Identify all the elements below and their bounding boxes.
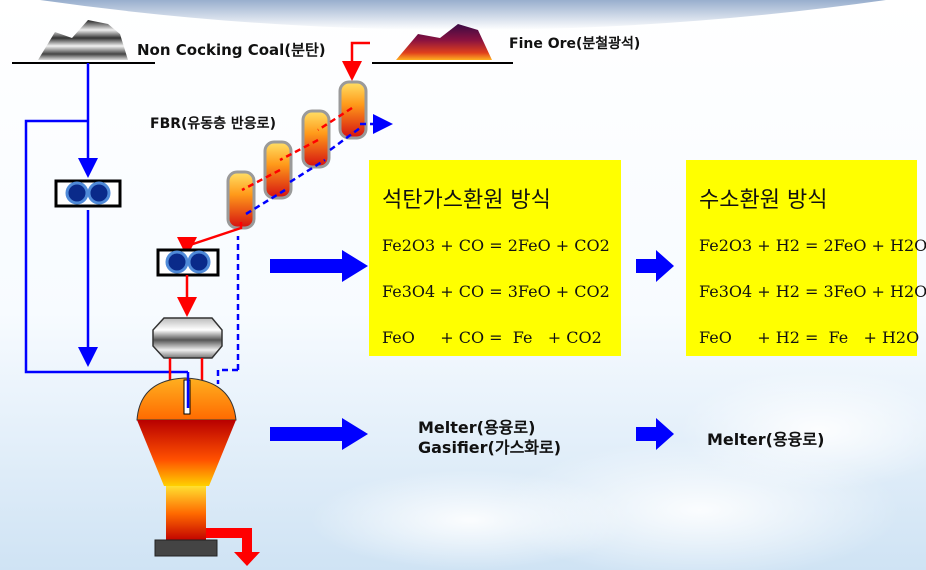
coal-gas-equation-1: Fe2O3 + CO = 2FeO + CO2 <box>382 236 610 255</box>
cloud-decoration <box>310 370 926 570</box>
coal-pile-icon <box>38 20 128 60</box>
fbr-reactor-3 <box>301 109 331 169</box>
fine-ore-pile-icon <box>396 24 492 60</box>
hydrogen-reduction-box: 수소환원 방식 Fe2O3 + H2 = 2FeO + H2O Fe3O4 + … <box>686 160 926 356</box>
melter-gasifier-label: Melter(용융로) Gasifier(가스화로) <box>418 418 561 458</box>
ore-feed-line <box>342 41 370 81</box>
gas-flow-dashed <box>216 114 393 384</box>
arrow-to-melter-gasifier-label <box>270 418 368 450</box>
melter-label: Melter(용융로) <box>707 430 825 449</box>
coal-feed-lines <box>24 63 188 374</box>
fbr-reactor-1 <box>226 170 256 230</box>
arrow-to-melter-label <box>636 418 674 450</box>
fbr-label: FBR(유동층 반응로) <box>150 116 276 132</box>
hydrogen-equation-2: Fe3O4 + H2 = 3FeO + H2O <box>699 282 926 301</box>
hydrogen-equation-3: FeO + H2 = Fe + H2O <box>699 328 920 347</box>
coal-gas-box-title: 석탄가스환원 방식 <box>382 188 551 213</box>
fine-ore-label: Fine Ore(분철광석) <box>509 36 641 52</box>
hydrogen-equation-1: Fe2O3 + H2 = 2FeO + H2O <box>699 236 926 255</box>
solid-flow-dashed <box>241 106 353 192</box>
top-banner <box>40 0 886 30</box>
coal-label: Non Cocking Coal(분탄) <box>137 41 326 59</box>
melter-gasifier-label-line-2: Gasifier(가스화로) <box>418 438 562 457</box>
coal-gas-equation-3: FeO + CO = Fe + CO2 <box>382 328 602 347</box>
fbr-reactor-4 <box>338 80 368 140</box>
arrow-to-coal-box <box>270 250 368 282</box>
hot-metal-outlet-arrow <box>206 528 260 566</box>
coal-gas-equation-2: Fe3O4 + CO = 3FeO + CO2 <box>382 282 610 301</box>
coal-feeder-icon <box>54 179 122 208</box>
hydrogen-box-title: 수소환원 방식 <box>699 188 828 213</box>
arrow-to-hydrogen-box <box>636 250 674 282</box>
cyclone-icon <box>152 317 223 359</box>
melter-gasifier-label-line-1: Melter(용융로) <box>418 418 536 437</box>
ore-feeder-icon <box>156 248 220 277</box>
coal-gas-reduction-box: 석탄가스환원 방식 Fe2O3 + CO = 2FeO + CO2 Fe3O4 … <box>369 160 621 356</box>
